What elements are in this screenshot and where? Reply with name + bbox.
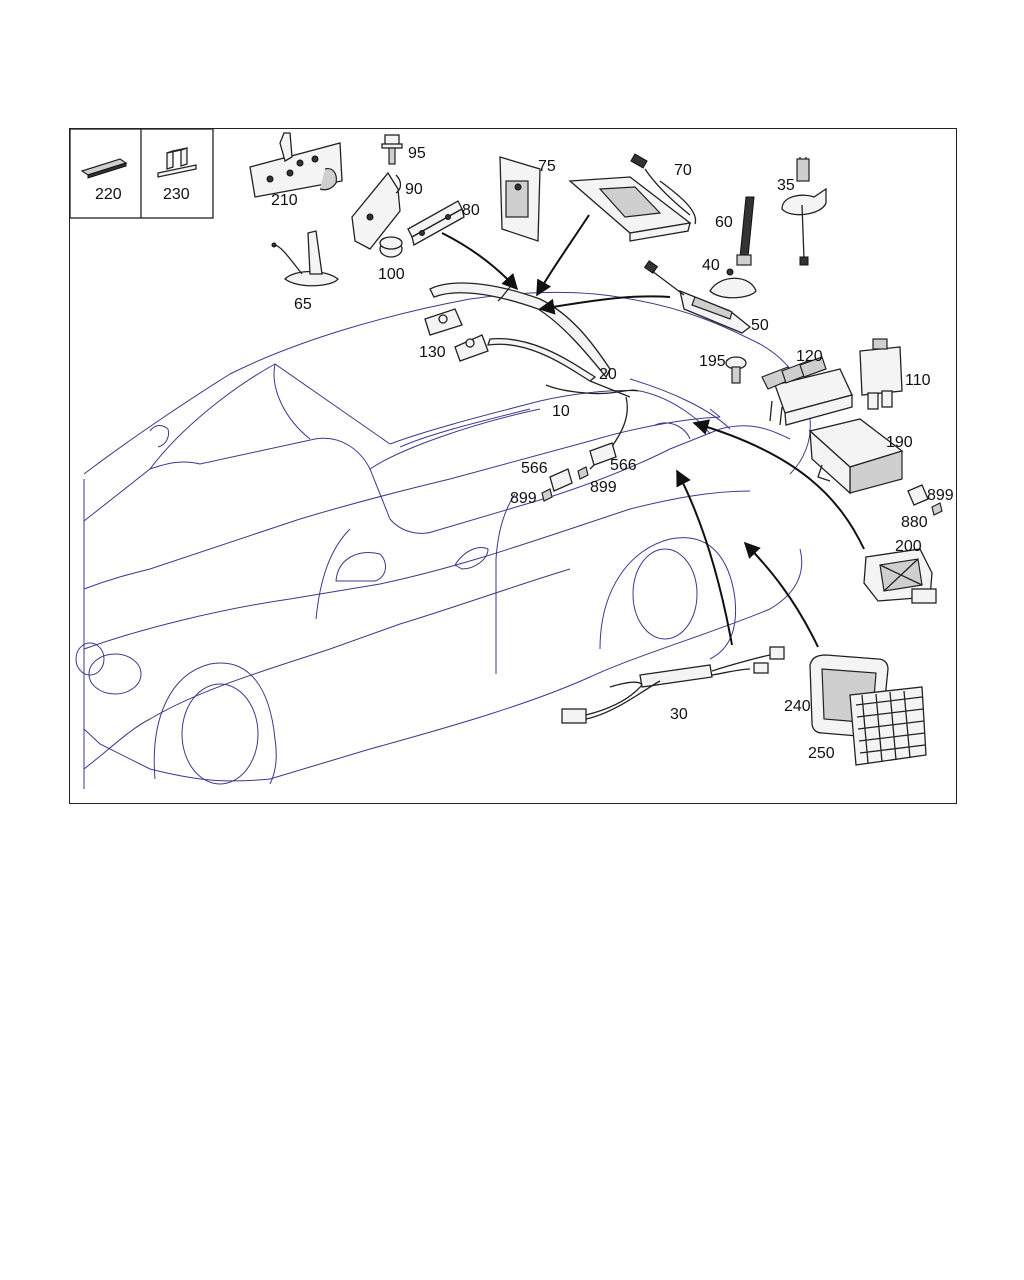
label-130: 130 (419, 344, 446, 361)
bracket-90 (351, 171, 402, 250)
label-899-mid: 899 (590, 479, 617, 496)
amplifier-120 (761, 356, 853, 426)
module-110 (859, 338, 903, 410)
label-75: 75 (538, 158, 556, 175)
harness-30 (561, 646, 785, 724)
label-65: 65 (294, 296, 312, 313)
label-880: 880 (901, 514, 928, 531)
control-unit-190 (808, 418, 904, 495)
screw-899-left (541, 488, 553, 502)
label-35: 35 (777, 177, 795, 194)
clip-566-right (589, 442, 617, 466)
strip-part-icon (80, 158, 128, 179)
antenna-65 (271, 230, 339, 287)
label-60: 60 (715, 214, 733, 231)
label-100: 100 (378, 266, 405, 283)
bolt-95 (381, 134, 403, 165)
holder-130 (424, 308, 489, 362)
clip-part-icon (157, 147, 197, 178)
antenna-base-40 (709, 268, 757, 299)
label-10: 10 (552, 403, 570, 420)
label-200: 200 (895, 538, 922, 555)
screw-899-mid (577, 466, 589, 480)
mount-plate-70 (568, 153, 697, 242)
label-50: 50 (751, 317, 769, 334)
label-120: 120 (796, 348, 823, 365)
label-80: 80 (462, 202, 480, 219)
inset-label-left: 220 (95, 186, 122, 203)
label-195: 195 (699, 353, 726, 370)
rod-antenna-60 (736, 196, 755, 266)
part-labels: 210 95 90 80 100 65 75 70 60 35 40 50 13… (271, 145, 954, 762)
parts-diagram: 220 230 (70, 129, 954, 789)
label-90: 90 (405, 181, 423, 198)
label-20: 20 (599, 366, 617, 383)
grommet-100 (379, 236, 403, 258)
label-250: 250 (808, 745, 835, 762)
label-95: 95 (408, 145, 426, 162)
clip-566-left (549, 468, 573, 492)
antenna-unit-50 (643, 260, 752, 334)
car-outline (75, 291, 811, 789)
bracket-200 (863, 548, 937, 604)
label-566-left: 566 (521, 460, 548, 477)
inset-boxes: 220 230 (70, 129, 214, 219)
label-240: 240 (784, 698, 811, 715)
strip-20 (429, 282, 611, 379)
label-40: 40 (702, 257, 720, 274)
label-899-right: 899 (927, 487, 954, 504)
parts-diagram-frame: 220 230 (69, 128, 957, 804)
module-75 (499, 156, 541, 242)
label-110: 110 (905, 372, 931, 389)
clip-899-right (907, 484, 929, 506)
label-190: 190 (886, 434, 913, 451)
inset-label-right: 230 (163, 186, 190, 203)
label-70: 70 (674, 162, 692, 179)
label-30: 30 (670, 706, 688, 723)
label-566-right: 566 (610, 457, 637, 474)
label-899-left: 899 (510, 490, 537, 507)
bolt-195 (725, 356, 747, 384)
bracket-210 (249, 132, 343, 198)
screw-880 (931, 502, 943, 516)
connector-80 (407, 200, 465, 246)
callout-arrows (441, 214, 865, 648)
strip-10 (487, 337, 639, 470)
antenna-35 (781, 157, 827, 266)
grille-250 (849, 686, 927, 766)
label-210: 210 (271, 192, 298, 209)
